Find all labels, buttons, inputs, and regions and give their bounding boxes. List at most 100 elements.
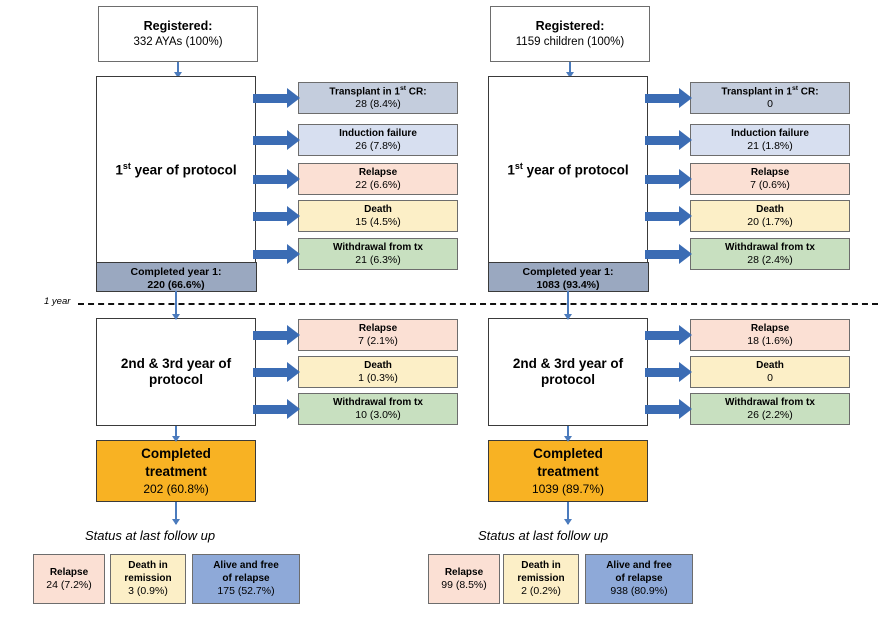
cohort-children-status-alive-title-1: Alive and free xyxy=(606,560,672,572)
cohort-ayas-arrow-year23-death-shaft xyxy=(253,367,288,377)
cohort-ayas-connector-completed-to-status-arrowhead xyxy=(172,519,180,525)
cohort-children-registered-value: 1159 children (100%) xyxy=(515,35,625,48)
cohort-children-arrow-year1-withdrawal-shaft xyxy=(645,249,680,259)
cohort-ayas-year1-label: 1st year of protocol xyxy=(115,160,237,178)
cohort-ayas-year23-outcome-death-title: Death xyxy=(364,359,392,371)
cohort-children-arrow-year1-induction-shaft xyxy=(645,135,680,145)
cohort-ayas-year1-footer-title: Completed year 1: xyxy=(130,265,222,278)
cohort-ayas-status-relapse-value: 24 (7.2%) xyxy=(46,578,92,591)
cohort-children-completed-title-line2: treatment xyxy=(537,463,599,479)
cohort-children-year1-label: 1st year of protocol xyxy=(507,160,629,178)
cohort-children-arrow-year23-death-shaft xyxy=(645,367,680,377)
cohort-ayas-year1-outcome-death-value: 15 (4.5%) xyxy=(355,215,401,228)
cohort-ayas-status-alive-title-2: of relapse xyxy=(222,573,270,585)
cohort-ayas-arrow-year1-death xyxy=(253,206,300,226)
cohort-children-status-alive-value: 938 (80.9%) xyxy=(610,585,668,598)
cohort-ayas-year23-outcome-withdrawal-title: Withdrawal from tx xyxy=(333,396,423,408)
cohort-children-connector-completed-to-status xyxy=(562,502,574,525)
cohort-ayas-connector-year23-to-completed xyxy=(170,426,182,442)
cohort-ayas-arrow-year1-induction-head xyxy=(287,130,300,150)
cohort-children-connector-year1-to-year23-arrowhead xyxy=(564,314,572,320)
cohort-children-connector-completed-to-status-shaft xyxy=(567,502,569,524)
cohort-ayas-connector-year1-to-year23-shaft xyxy=(175,291,177,319)
cohort-children-year23-outcome-death-value: 0 xyxy=(767,371,773,384)
cohort-children-year23-outcome-withdrawal-value: 26 (2.2%) xyxy=(747,408,793,421)
cohort-ayas-status-alive-title-1: Alive and free xyxy=(213,560,279,572)
cohort-children-arrow-year23-death-head xyxy=(679,362,692,382)
cohort-children-completed-value: 1039 (89.7%) xyxy=(531,482,605,497)
cohort-ayas-connector-year1-to-year23 xyxy=(170,291,182,320)
cohort-ayas-status-alive-value: 175 (52.7%) xyxy=(217,585,275,598)
cohort-children-arrow-year23-withdrawal-head xyxy=(679,399,692,419)
cohort-ayas-year1-outcome-induction-title: Induction failure xyxy=(339,127,417,139)
cohort-ayas-completed-value: 202 (60.8%) xyxy=(143,482,209,497)
cohort-children-status-death-value: 2 (0.2%) xyxy=(521,585,561,598)
cohort-ayas-arrow-year23-withdrawal xyxy=(253,399,300,419)
cohort-ayas-connector-registered-to-year1-arrowhead xyxy=(174,72,182,78)
cohort-ayas-arrow-year1-relapse xyxy=(253,169,300,189)
cohort-children-connector-year23-to-completed-arrowhead xyxy=(564,436,572,442)
cohort-ayas-completed-title-line1: Completed xyxy=(141,445,211,461)
cohort-children-arrow-year23-relapse-head xyxy=(679,325,692,345)
cohort-children-arrow-year23-relapse-shaft xyxy=(645,330,680,340)
cohort-children-completed-title-line1: Completed xyxy=(533,445,603,461)
cohort-children-connector-year1-to-year23 xyxy=(562,291,574,320)
cohort-children-connector-registered-to-year1 xyxy=(564,62,576,78)
cohort-ayas-year1-outcome-transplant: Transplant in 1st CR:28 (8.4%) xyxy=(298,82,458,114)
cohort-children-year1-outcome-death-value: 20 (1.7%) xyxy=(747,215,793,228)
cohort-ayas-registered-box: Registered:332 AYAs (100%) xyxy=(98,6,258,62)
cohort-ayas-arrow-year1-transplant xyxy=(253,88,300,108)
cohort-ayas-arrow-year1-withdrawal xyxy=(253,244,300,264)
cohort-ayas-year1-outcome-death-title: Death xyxy=(364,203,392,215)
cohort-children-connector-year1-to-year23-shaft xyxy=(567,291,569,319)
cohort-children-year1-outcome-death-title: Death xyxy=(756,203,784,215)
cohort-children-year1-footer: Completed year 1:1083 (93.4%) xyxy=(487,261,649,292)
cohort-ayas-arrow-year23-death-head xyxy=(287,362,300,382)
cohort-ayas-year1-outcome-transplant-value: 28 (8.4%) xyxy=(355,97,401,110)
cohort-children-completed-treatment-box: Completed treatment 1039 (89.7%) xyxy=(488,440,648,502)
cohort-children-year1-outcome-withdrawal-title: Withdrawal from tx xyxy=(725,241,815,253)
cohort-children-arrow-year1-relapse-shaft xyxy=(645,174,680,184)
cohort-children-status-relapse-title-1: Relapse xyxy=(444,566,484,578)
cohort-ayas-year23-outcome-death-value: 1 (0.3%) xyxy=(358,371,398,384)
cohort-ayas-year23-box: 2nd & 3rd year of protocol xyxy=(96,318,256,426)
cohort-children-year1-outcome-transplant-title: Transplant in 1st CR: xyxy=(721,84,819,97)
cohort-ayas-status-relapse-title-1: Relapse xyxy=(49,566,89,578)
cohort-ayas-year23-outcome-relapse-value: 7 (2.1%) xyxy=(358,334,398,347)
cohort-ayas-year1-outcome-withdrawal-title: Withdrawal from tx xyxy=(333,241,423,253)
cohort-children-arrow-year23-withdrawal xyxy=(645,399,692,419)
cohort-children-connector-year23-to-completed xyxy=(562,426,574,442)
year-divider-label: 1 year xyxy=(44,296,71,307)
cohort-children-year23-outcome-relapse-title: Relapse xyxy=(750,322,790,334)
cohort-ayas-year1-outcome-relapse-value: 22 (6.6%) xyxy=(355,178,401,191)
cohort-ayas-year1-outcome-relapse-title: Relapse xyxy=(358,166,398,178)
cohort-children-arrow-year1-death-shaft xyxy=(645,211,680,221)
cohort-ayas-connector-completed-to-status-shaft xyxy=(175,502,177,524)
cohort-children-registered-box: Registered:1159 children (100%) xyxy=(490,6,650,62)
cohort-children-year23-outcome-withdrawal-title: Withdrawal from tx xyxy=(725,396,815,408)
cohort-ayas-arrow-year1-induction-shaft xyxy=(253,135,288,145)
cohort-ayas-registered-value: 332 AYAs (100%) xyxy=(133,35,223,48)
cohort-ayas-status-death-title-1: Death in xyxy=(128,560,168,572)
cohort-children-connector-registered-to-year1-shaft xyxy=(569,62,571,77)
cohort-children-year23-box: 2nd & 3rd year of protocol xyxy=(488,318,648,426)
cohort-children-arrow-year1-withdrawal-head xyxy=(679,244,692,264)
cohort-ayas-arrow-year1-death-shaft xyxy=(253,211,288,221)
cohort-children-status-label: Status at last follow up xyxy=(478,528,609,543)
cohort-ayas-arrow-year1-transplant-head xyxy=(287,88,300,108)
